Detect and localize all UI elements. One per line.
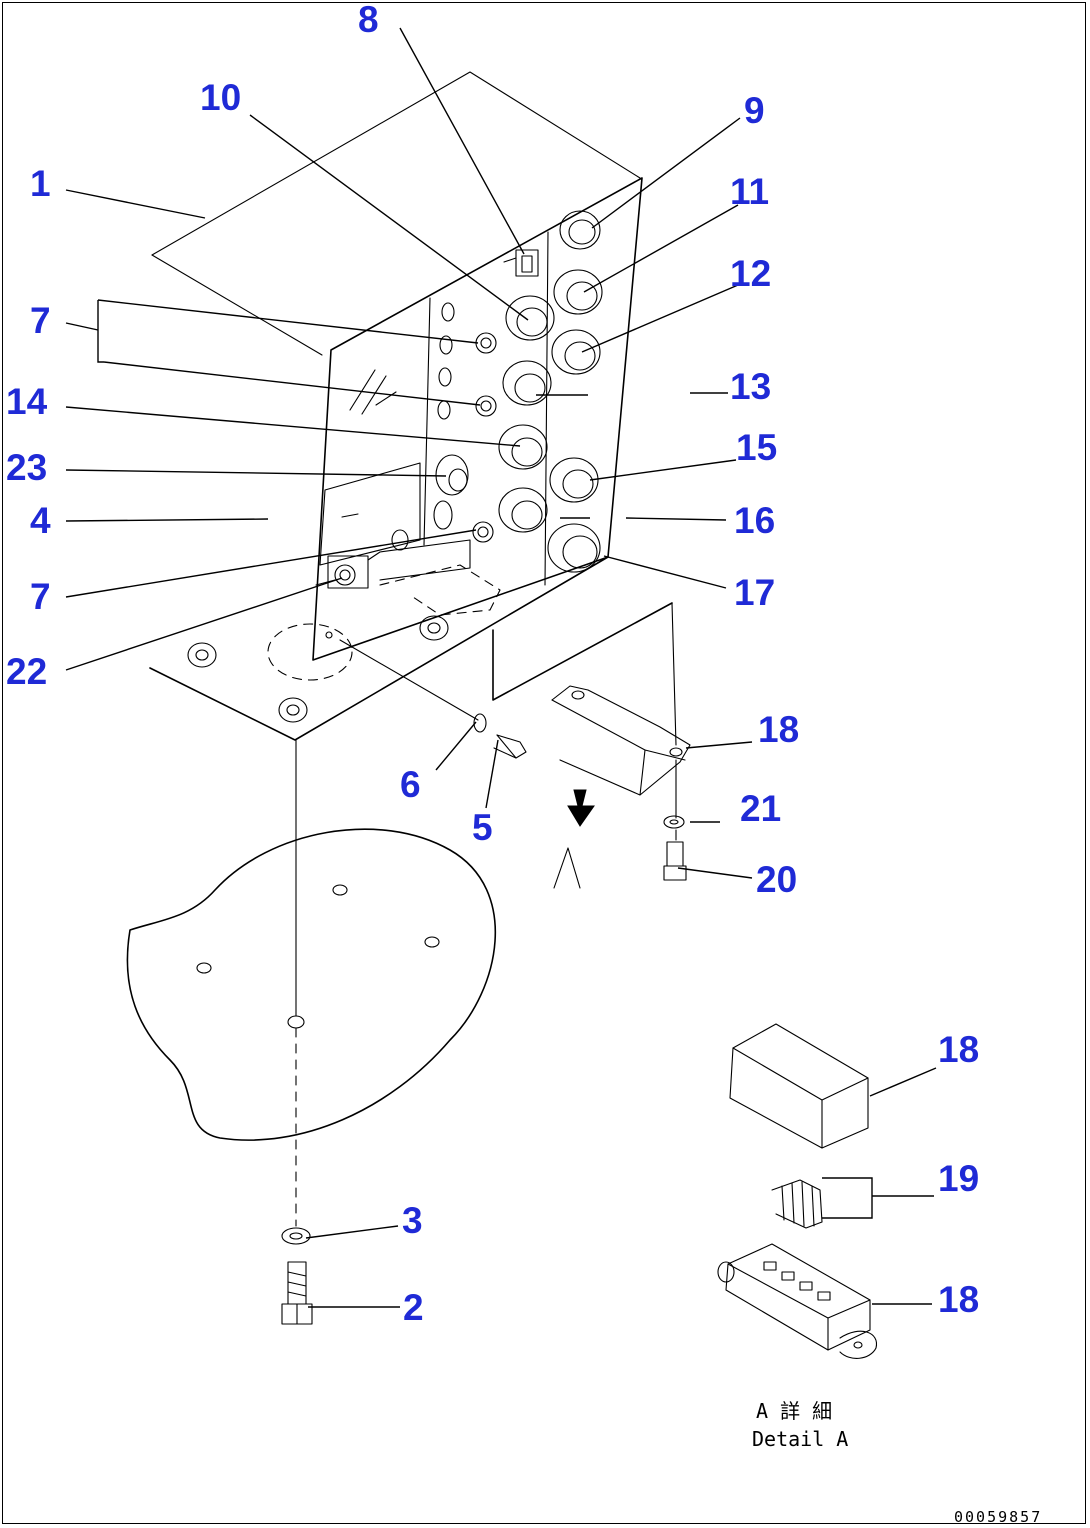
callout-8: 8 <box>358 0 379 40</box>
callout-19: 19 <box>938 1158 979 1199</box>
callout-6: 6 <box>400 764 421 805</box>
callout-16: 16 <box>734 500 775 541</box>
callout-4: 4 <box>30 500 51 541</box>
leader-lines <box>65 27 937 1308</box>
bottom-washer-bolt <box>281 1227 313 1325</box>
callout-7-upper: 7 <box>30 300 51 341</box>
relay-mounted <box>551 602 691 796</box>
indicator-lamps <box>391 302 455 551</box>
pilot-lamps <box>472 332 497 543</box>
detail-a-relay-cover <box>729 1023 869 1149</box>
callout-17: 17 <box>734 572 775 613</box>
callout-20: 20 <box>756 859 797 900</box>
drawing-number: 00059857 <box>954 1508 1042 1526</box>
detail-a-relay-base <box>717 1243 877 1359</box>
callout-10: 10 <box>200 77 241 118</box>
callout-22: 22 <box>6 651 47 692</box>
bracket-bolt <box>339 639 527 759</box>
callout-18-detail-top: 18 <box>938 1029 979 1070</box>
callout-18-mounted: 18 <box>758 709 799 750</box>
detail-a-connector <box>771 1179 823 1229</box>
detail-a-title-en: Detail A <box>752 1427 848 1451</box>
callout-labels: 1 2 3 4 5 6 7 7 8 9 10 11 12 13 14 15 16… <box>6 0 979 1328</box>
relay-fasteners <box>663 759 687 881</box>
callout-9: 9 <box>744 90 765 131</box>
base-plate <box>149 556 673 741</box>
panel-gauges <box>498 210 603 573</box>
floor-plate <box>126 828 497 1141</box>
starter-switch <box>435 454 469 496</box>
callout-18-detail-bottom: 18 <box>938 1279 979 1320</box>
callout-1: 1 <box>30 163 51 204</box>
callout-5: 5 <box>472 807 493 848</box>
top-cover-outline <box>151 71 641 356</box>
detail-a-title-jp: A 詳 細 <box>756 1399 832 1423</box>
view-arrow-a <box>553 789 595 889</box>
bottom-connector <box>327 539 471 589</box>
callout-3: 3 <box>402 1200 423 1241</box>
hidden-outline <box>379 564 501 616</box>
callout-14: 14 <box>6 381 48 422</box>
callout-11: 11 <box>730 171 769 212</box>
callout-12: 12 <box>730 253 771 294</box>
toggle-switch <box>503 249 539 277</box>
callout-21: 21 <box>740 788 781 829</box>
callout-23: 23 <box>6 447 47 488</box>
callout-2: 2 <box>403 1287 424 1328</box>
callout-13: 13 <box>730 366 771 407</box>
callout-7-lower: 7 <box>30 576 51 617</box>
callout-15: 15 <box>736 427 777 468</box>
